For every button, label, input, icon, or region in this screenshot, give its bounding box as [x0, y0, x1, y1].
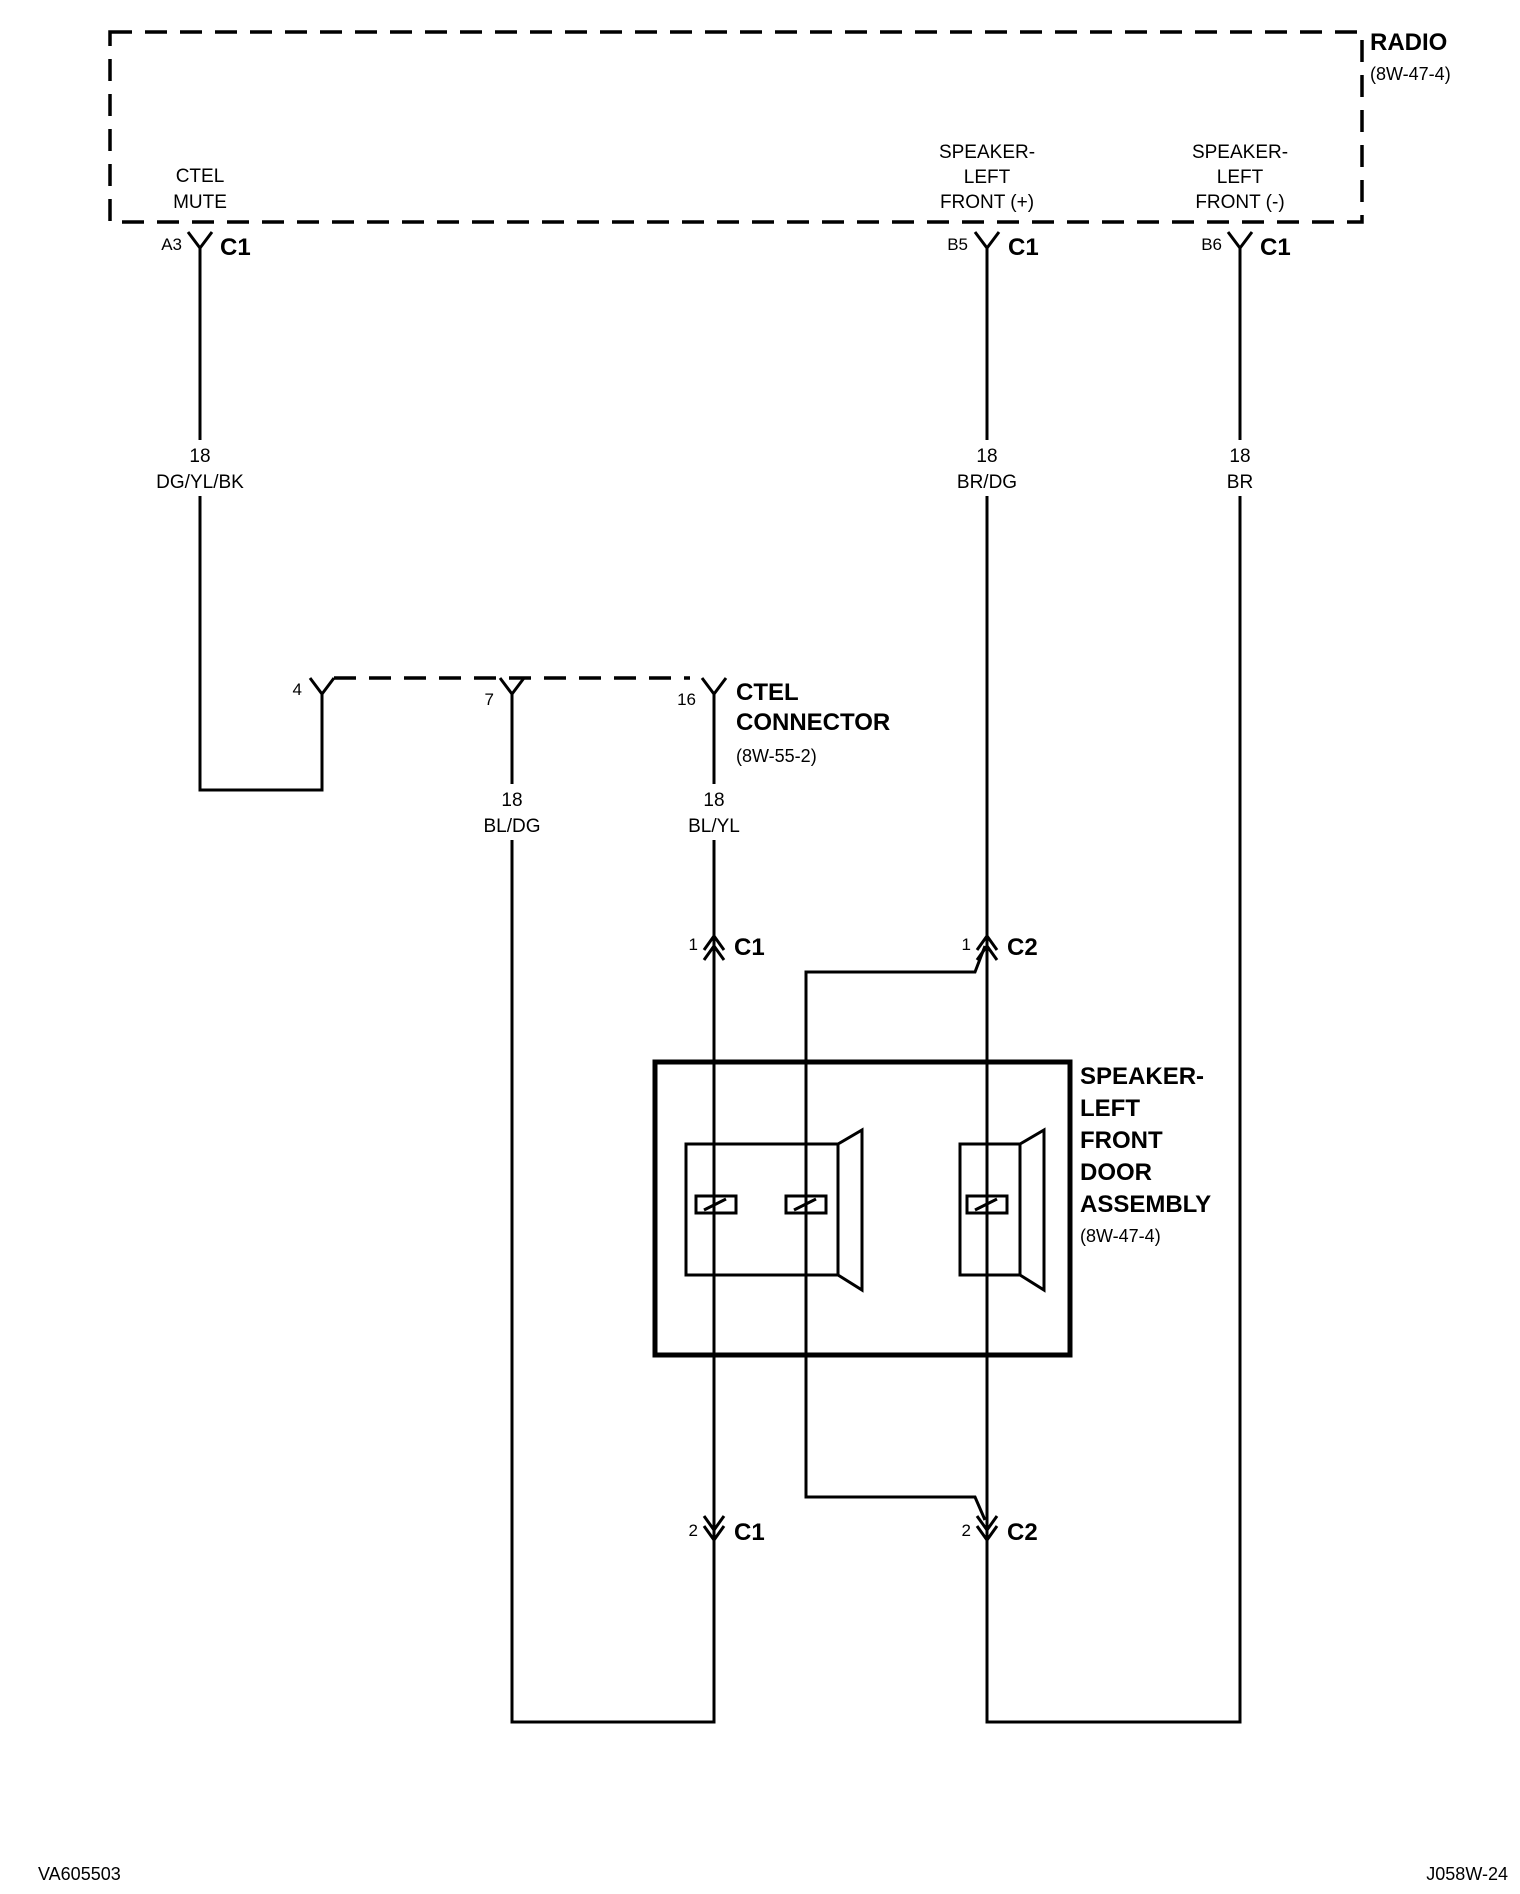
c1-bottom-pin: 2: [689, 1521, 698, 1540]
ctel-pin-4: 4: [293, 680, 302, 699]
connector-y-a3: [186, 231, 214, 260]
ctel-y-pin16: [700, 677, 728, 700]
c2-top-conn: C2: [1007, 934, 1038, 961]
wire-bl-dg-lower: [510, 840, 716, 1724]
radio-pin-label-ctel-2: MUTE: [173, 192, 227, 213]
conn-b6-c1: C1: [1260, 234, 1291, 261]
ctel-connector-title-1: CTEL: [736, 679, 799, 706]
radio-pin-label-neg-2: LEFT: [1217, 167, 1264, 188]
speaker-right-body: [958, 1142, 1022, 1277]
c2-bottom-pin: 2: [962, 1521, 971, 1540]
speaker-assembly-box: [652, 1059, 1073, 1358]
speaker-left-terminal-2: [784, 1194, 828, 1215]
speaker-right-terminal: [965, 1194, 1009, 1215]
radio-pin-label-neg-3: FRONT (-): [1195, 192, 1284, 213]
speaker-right-cone: [1019, 1127, 1046, 1293]
speaker-assembly-title-4: DOOR: [1080, 1159, 1152, 1186]
speaker-assembly-ref: (8W-47-4): [1080, 1226, 1161, 1246]
speaker-assembly-title-3: FRONT: [1080, 1127, 1163, 1154]
wire-bl-yl-color: BL/YL: [688, 816, 740, 837]
speaker-right-terminal-slash: [974, 1197, 998, 1212]
speaker-left-terminal-1-slash: [703, 1197, 727, 1212]
wire-dg-yl-bk-color: DG/YL/BK: [156, 472, 244, 493]
ctel-y-pin4: [308, 677, 336, 700]
radio-pin-label-neg-1: SPEAKER-: [1192, 142, 1288, 163]
pin-a3: A3: [161, 235, 182, 254]
radio-pin-label-pos-1: SPEAKER-: [939, 142, 1035, 163]
ctel-pin-16: 16: [677, 690, 696, 709]
radio-pin-label-ctel-1: CTEL: [176, 166, 225, 187]
radio-pin-label-pos-2: LEFT: [964, 167, 1011, 188]
pin-b6: B6: [1201, 235, 1222, 254]
radio-title: RADIO: [1370, 29, 1447, 56]
wire-dg-yl-bk-lower: [198, 496, 324, 792]
wire-br-dg-color: BR/DG: [957, 472, 1017, 493]
wire-bl-dg-gauge: 18: [501, 790, 522, 811]
wire-br-gauge: 18: [1229, 446, 1250, 467]
radio-pin-label-pos-3: FRONT (+): [940, 192, 1034, 213]
connector-c1-pin1: [702, 930, 726, 1545]
connector-c2-pin2: [975, 1515, 999, 1543]
wire-bl-yl-gauge: 18: [703, 790, 724, 811]
c1-top-conn: C1: [734, 934, 765, 961]
wire-br-dg-gauge: 18: [976, 446, 997, 467]
ctel-connector-ref: (8W-55-2): [736, 746, 817, 766]
wire-dg-yl-bk-gauge: 18: [189, 446, 210, 467]
ctel-pin-7: 7: [485, 690, 494, 709]
pin-b5: B5: [947, 235, 968, 254]
connector-c1-pin2: [702, 1515, 726, 1543]
connector-y-b5: [973, 231, 1001, 260]
radio-box: [108, 30, 1364, 224]
c2-top-pin: 1: [962, 935, 971, 954]
footer-left-code: VA605503: [38, 1864, 121, 1884]
c2-bottom-conn: C2: [1007, 1519, 1038, 1546]
speaker-left-terminal-1: [694, 1194, 738, 1215]
wire-br-lower: [985, 496, 1242, 1724]
speaker-assembly-title-2: LEFT: [1080, 1095, 1140, 1122]
conn-b5-c1: C1: [1008, 234, 1039, 261]
footer-right-code: J058W-24: [1426, 1864, 1508, 1884]
internal-wire-c2: [804, 945, 987, 1521]
speaker-left-cone: [837, 1127, 864, 1293]
speaker-left-body: [684, 1142, 840, 1277]
c1-top-pin: 1: [689, 935, 698, 954]
c1-bottom-conn: C1: [734, 1519, 765, 1546]
wire-bl-dg-color: BL/DG: [483, 816, 540, 837]
ctel-connector-title-2: CONNECTOR: [736, 709, 890, 736]
speaker-assembly-title-5: ASSEMBLY: [1080, 1191, 1211, 1218]
radio-ref: (8W-47-4): [1370, 64, 1451, 84]
ctel-y-pin7: [498, 677, 526, 700]
wire-br-color: BR: [1227, 472, 1253, 493]
connector-y-b6: [1226, 231, 1254, 260]
speaker-left-terminal-2-slash: [793, 1197, 817, 1212]
connector-c2-pin1: [975, 930, 999, 1545]
speaker-assembly-title-1: SPEAKER-: [1080, 1063, 1204, 1090]
conn-a3-c1: C1: [220, 234, 251, 261]
